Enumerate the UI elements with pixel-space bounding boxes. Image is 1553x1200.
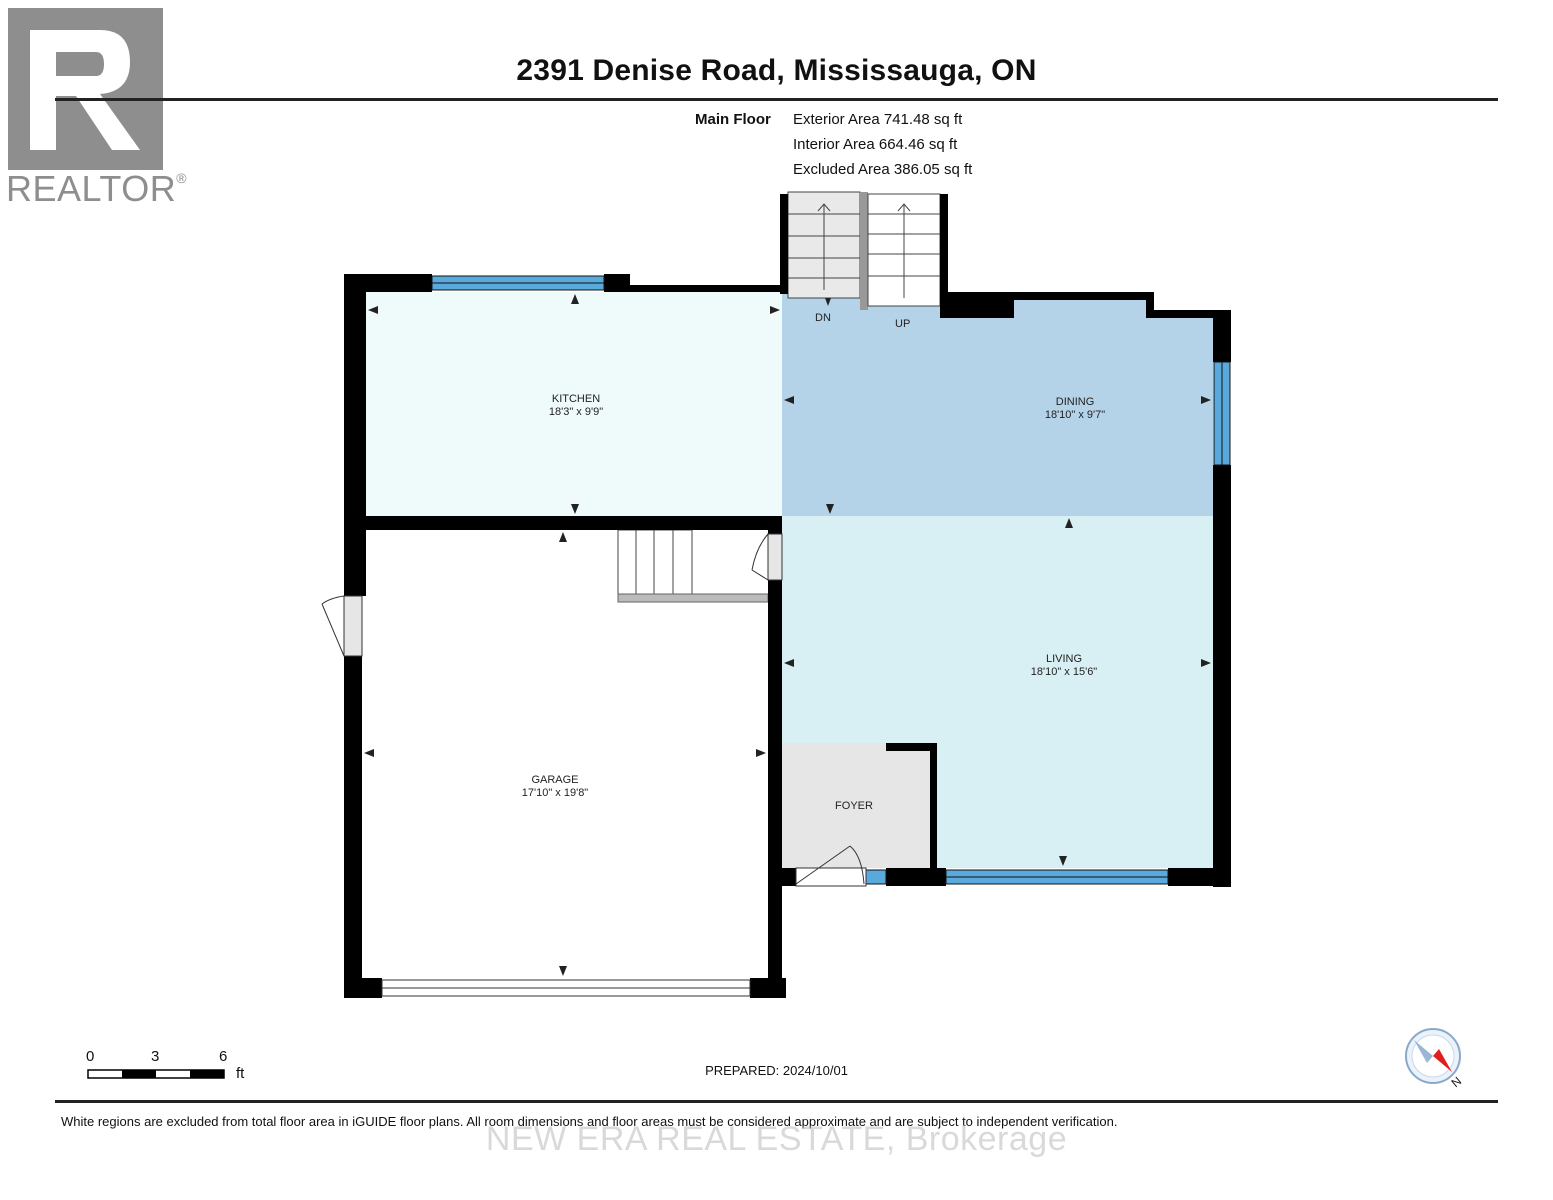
windows [431,275,1231,885]
page-title: 2391 Denise Road, Mississauga, ON [516,54,1037,87]
walls [344,194,1231,998]
floor-name: Main Floor [695,111,771,128]
stairs-down-label: DN [815,312,831,324]
foyer-room [782,743,934,868]
stairs-up-label: UP [895,318,911,330]
scale-tick-3: 3 [151,1048,160,1065]
stairs-top [787,191,941,310]
header-divider [55,98,1498,101]
scale-tick-6: 6 [219,1048,228,1065]
excluded-area: Excluded Area 386.05 sq ft [793,161,973,178]
scale-unit: ft [236,1065,245,1082]
foyer-label: FOYER [835,800,873,812]
kitchen-room [366,292,782,516]
realtor-logo-text: REALTOR® [6,168,188,209]
realtor-logo-mark [8,8,163,170]
interior-area: Interior Area 664.46 sq ft [793,136,958,153]
disclaimer-text: White regions are excluded from total fl… [61,1114,1118,1129]
garage-door [381,979,751,997]
footer-divider [55,1100,1498,1103]
scale-tick-0: 0 [86,1048,95,1065]
dimension-arrows [364,294,1211,976]
exterior-area: Exterior Area 741.48 sq ft [793,111,963,128]
stairs-garage [617,529,769,603]
brokerage-watermark: NEW ERA REAL ESTATE, Brokerage [485,1120,1068,1158]
scale-bar [87,1069,225,1079]
doors [321,533,867,887]
dining-room [782,292,1213,516]
prepared-date: PREPARED: 2024/10/01 [705,1063,848,1078]
